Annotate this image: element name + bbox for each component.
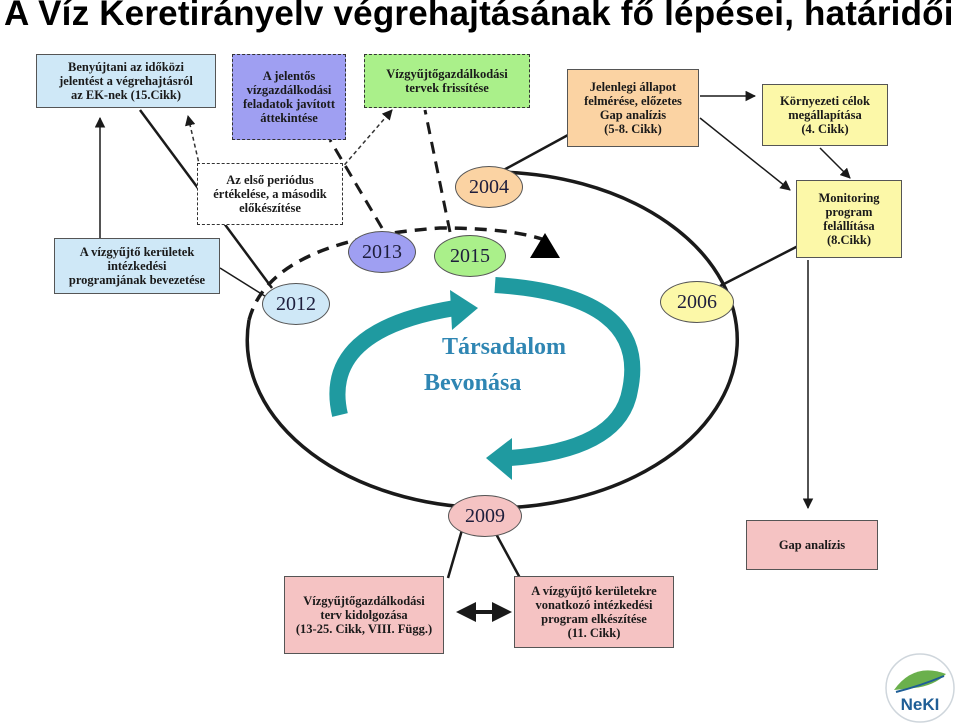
box-gap-analizis: Gap analízis bbox=[746, 520, 878, 570]
line-intezkedesi-to-2012 bbox=[219, 267, 269, 299]
cycle-circle-solid bbox=[245, 170, 739, 510]
dashed-2013-to-jelentos bbox=[328, 139, 384, 229]
center-text-bevonasa: Bevonása bbox=[424, 370, 522, 396]
arrow-kornyezeti-to-monitoring bbox=[819, 147, 851, 179]
year-2013: 2013 bbox=[348, 231, 416, 273]
year-2009: 2009 bbox=[448, 495, 522, 537]
box-jelenlegi-allapot: Jelenlegi állapot felmérése, előzetes Ga… bbox=[567, 69, 699, 147]
box-elso-periodus: Az első periódus értékelése, a második e… bbox=[197, 163, 343, 225]
neki-logo: NeKI bbox=[885, 653, 955, 723]
box-vizgyujto-frissites: Vízgyűjtőgazdálkodási tervek frissítése bbox=[364, 54, 530, 108]
box-monitoring: Monitoring program felállítása (8.Cikk) bbox=[796, 180, 902, 258]
dashed-elso-to-benyujtani bbox=[185, 114, 201, 169]
line-2009-to-program bbox=[493, 531, 522, 579]
teal-arrow-upper-head bbox=[450, 290, 478, 330]
box-jelentos-feladatok: A jelentős vízgazdálkodási feladatok jav… bbox=[232, 54, 346, 140]
line-2009-to-terv bbox=[446, 529, 464, 579]
year-2004: 2004 bbox=[455, 166, 523, 208]
box-benyujtani: Benyújtani az időközi jelentést a végreh… bbox=[36, 54, 216, 108]
box-intezkedesi-program: A vízgyűjtő kerületek intézkedési progra… bbox=[54, 238, 220, 294]
teal-arrow-lower bbox=[494, 277, 641, 466]
line-2006-to-monitoring bbox=[719, 243, 801, 288]
teal-arrow-lower-head bbox=[486, 438, 512, 480]
center-text-tarsadalom: Társadalom bbox=[442, 334, 567, 360]
logo-text: NeKI bbox=[901, 695, 940, 714]
box-kornyezeti-celok: Környezeti célok megállapítása (4. Cikk) bbox=[762, 84, 888, 146]
dashed-2015-to-vizgyujto bbox=[423, 109, 452, 233]
cycle-circle-dashed bbox=[247, 226, 546, 321]
box-program-elkeszitese: A vízgyűjtő kerületekre vonatkozó intézk… bbox=[514, 576, 674, 648]
dashed-arc-arrowhead bbox=[530, 233, 560, 258]
page-title: A Víz Keretirányelv végrehajtásának fő l… bbox=[4, 0, 954, 33]
year-2006: 2006 bbox=[660, 281, 734, 323]
box-terv-kidolgozasa: Vízgyűjtőgazdálkodási terv kidolgozása (… bbox=[284, 576, 444, 654]
dashed-elso-to-vizgyujto bbox=[339, 109, 393, 171]
year-2015: 2015 bbox=[434, 235, 506, 277]
teal-arrow-upper bbox=[329, 300, 457, 417]
year-2012: 2012 bbox=[262, 283, 330, 325]
line-2004-to-jelenlegi bbox=[499, 133, 569, 174]
arrow-jelenlegi-to-monitoring bbox=[699, 117, 791, 191]
